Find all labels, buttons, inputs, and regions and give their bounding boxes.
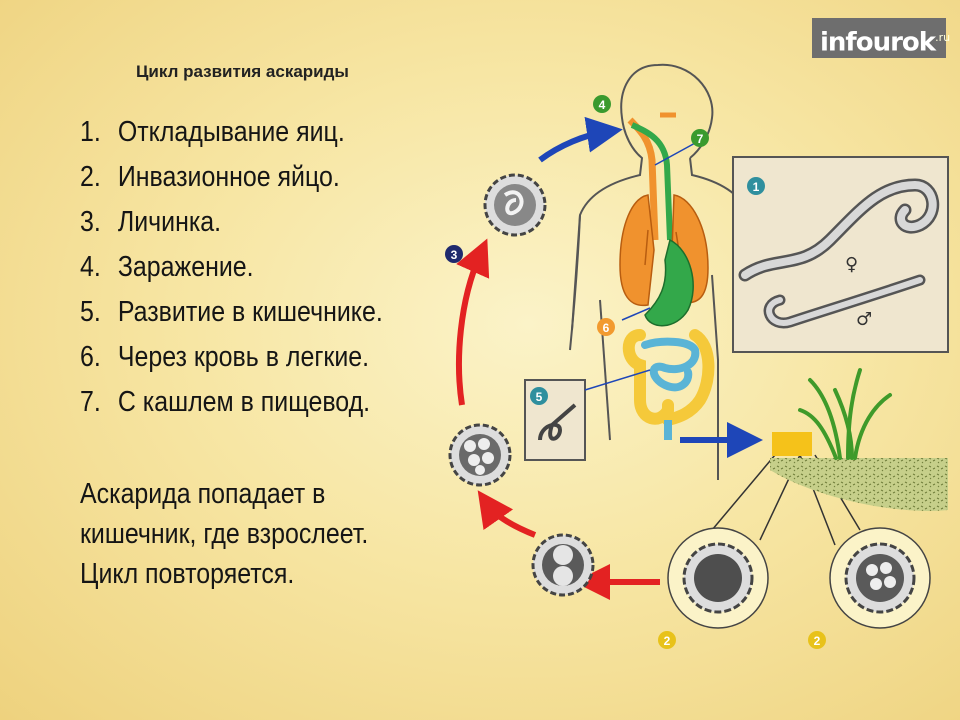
step-text: Заражение. [117, 251, 254, 283]
egg-morula [448, 423, 512, 487]
marker-7: 7 [691, 129, 709, 147]
summary-text: Аскарида попадает в кишечник, где взросл… [80, 474, 368, 594]
step-item: 6. Через кровь в легкие. [80, 335, 383, 380]
marker-1: 1 [747, 177, 765, 195]
step-text: Откладывание яиц. [117, 116, 345, 148]
step-number: 4. [80, 251, 101, 283]
male-symbol: ♂ [856, 309, 872, 330]
summary-line: Цикл повторяется. [80, 558, 295, 590]
step-text: Развитие в кишечнике. [117, 296, 383, 328]
step-number: 1. [80, 116, 101, 148]
site-logo: infourok.ru [812, 18, 950, 58]
step-number: 5. [80, 296, 101, 328]
marker-5: 5 [530, 387, 548, 405]
step-item: 7. С кашлем в пищевод. [80, 380, 383, 425]
egg-with-larva [483, 173, 547, 237]
step-text: С кашлем в пищевод. [117, 386, 371, 418]
step-item: 2. Инвазионное яйцо. [80, 155, 383, 200]
svg-text:4: 4 [599, 98, 606, 112]
female-symbol: ♀ [845, 254, 858, 275]
step-number: 2. [80, 161, 101, 193]
marker-2-left: 2 [658, 631, 676, 649]
egg-two-cell [531, 533, 595, 597]
logo-text: infourok [820, 27, 936, 58]
svg-text:2: 2 [814, 634, 821, 648]
step-item: 4. Заражение. [80, 245, 383, 290]
svg-text:2: 2 [664, 634, 671, 648]
step-number: 6. [80, 341, 101, 373]
marker-4: 4 [593, 95, 611, 113]
step-item: 3. Личинка. [80, 200, 383, 245]
pointer-lines [584, 141, 698, 391]
marker-2-right: 2 [808, 631, 826, 649]
svg-text:3: 3 [451, 248, 458, 262]
soil-with-grass [770, 368, 948, 511]
summary-line: Аскарида попадает в [80, 478, 326, 510]
step-item: 5. Развитие в кишечнике. [80, 290, 383, 335]
svg-text:7: 7 [697, 132, 704, 146]
step-text: Через кровь в легкие. [117, 341, 370, 373]
svg-text:1: 1 [753, 180, 760, 194]
intestines [622, 329, 715, 440]
step-number: 3. [80, 206, 101, 238]
step-number: 7. [80, 386, 101, 418]
marker-3: 3 [445, 245, 463, 263]
trachea [627, 112, 676, 241]
step-text: Личинка. [117, 206, 222, 238]
steps-list: 1.Откладывание яиц. 2.Инвазионное яйцо. … [80, 110, 432, 425]
adult-worms-panel: ♀ ♂ [732, 156, 949, 353]
step-item: 1. Откладывание яиц. [80, 110, 383, 155]
step-text: Инвазионное яйцо. [117, 161, 340, 193]
stomach [644, 238, 694, 327]
magnified-eggs [667, 454, 931, 629]
marker-6: 6 [597, 318, 615, 336]
blue-arrows [538, 116, 763, 458]
svg-text:6: 6 [603, 321, 610, 335]
page-title: Цикл развития аскариды [136, 62, 349, 81]
summary-line: кишечник, где взрослеет. [80, 518, 369, 550]
red-cycle-arrows [456, 238, 660, 600]
svg-text:5: 5 [536, 390, 543, 404]
logo-suffix: .ru [935, 31, 951, 44]
